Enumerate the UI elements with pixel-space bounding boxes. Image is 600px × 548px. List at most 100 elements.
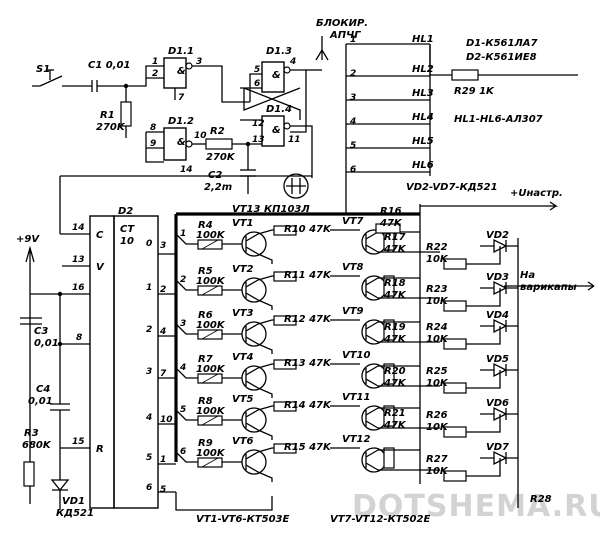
npn-transistor bbox=[241, 231, 267, 257]
vt-spec-2: VT7-VT12-КТ502Е bbox=[330, 514, 430, 525]
d12-pin-10: 10 bbox=[194, 131, 207, 141]
control-bus bbox=[174, 176, 559, 462]
input-section: & & & & bbox=[32, 36, 578, 234]
npn-transistor-label: VT4 bbox=[232, 352, 254, 363]
r1-value: 270K bbox=[96, 122, 126, 133]
bus-tap-label: 3 bbox=[180, 319, 186, 329]
d11-pin-1: 1 bbox=[152, 57, 158, 67]
svg-text:&: & bbox=[272, 125, 281, 136]
s1-label: S1 bbox=[36, 64, 50, 75]
counter-pin-3: 3 bbox=[160, 241, 166, 251]
varicap-label-2: варикапы bbox=[520, 282, 577, 293]
r2-value: 270K bbox=[206, 152, 236, 163]
base-resistor-value: 100K bbox=[196, 230, 226, 241]
d12-pin-14: 14 bbox=[180, 165, 193, 175]
counter-output-6: 6 bbox=[146, 483, 152, 493]
pnp-transistor-label: VT12 bbox=[342, 434, 371, 445]
d11-pin-2: 2 bbox=[152, 69, 158, 79]
bus-tap-label: 4 bbox=[179, 363, 186, 373]
trim-resistor-value: 10K bbox=[426, 378, 449, 389]
base-resistor-value: 100K bbox=[196, 448, 226, 459]
base-resistor-name: R8 bbox=[198, 396, 213, 407]
output-rail bbox=[504, 238, 595, 508]
npn-transistor-label: VT5 bbox=[232, 394, 254, 405]
d1-spec: D1-К561ЛА7 bbox=[466, 38, 538, 49]
d11-pin-3: 3 bbox=[196, 57, 202, 67]
pin-v-label: V bbox=[96, 262, 105, 273]
base-resistor-name: R6 bbox=[198, 310, 213, 321]
d2-pin-8: 8 bbox=[76, 333, 82, 343]
counter-output-4: 4 bbox=[145, 413, 152, 423]
r1-name: R1 bbox=[100, 110, 115, 121]
vt-spec: VT1-VT6-КТ503Е bbox=[196, 514, 289, 525]
hl-spec: HL1-HL6-АЛ307 bbox=[454, 114, 543, 125]
counter-output-5: 5 bbox=[146, 453, 152, 463]
svg-text:&: & bbox=[272, 70, 281, 81]
pnp-base-resistor-name: R21 bbox=[384, 408, 406, 419]
d14-label: D1.4 bbox=[266, 104, 292, 115]
varicap-diode-label: VD4 bbox=[486, 310, 509, 321]
hl5-label: HL5 bbox=[412, 136, 434, 147]
pnp-base-resistor bbox=[383, 319, 395, 341]
trim-resistor-name: R27 bbox=[426, 454, 448, 465]
varicap-diode bbox=[480, 238, 518, 254]
pnp-base-resistor-value: 47K bbox=[383, 420, 407, 431]
top-resistor-value: 47K bbox=[379, 218, 403, 229]
collector-resistor-label: R12 47K bbox=[284, 314, 332, 325]
varicap-diode-label: VD5 bbox=[486, 354, 509, 365]
collector-resistor-label: R13 47K bbox=[284, 358, 332, 369]
base-resistor-value: 100K bbox=[196, 406, 226, 417]
counter-pin-4: 4 bbox=[159, 327, 166, 337]
varicap-diode bbox=[480, 406, 518, 422]
d2-pin-14: 14 bbox=[72, 223, 85, 233]
npn-transistor bbox=[241, 407, 267, 433]
npn-transistor bbox=[241, 365, 267, 391]
counter-output-0: 0 bbox=[146, 239, 152, 249]
led-ladder bbox=[345, 43, 431, 176]
vd-spec: VD2-VD7-КД521 bbox=[406, 182, 498, 193]
d11-pin-7: 7 bbox=[178, 93, 185, 103]
npn-transistor-label: VT6 bbox=[232, 436, 254, 447]
pnp-transistor-label: VT10 bbox=[342, 350, 371, 361]
collector-resistor bbox=[273, 225, 297, 236]
pnp-base-resistor-value: 47K bbox=[383, 244, 407, 255]
trim-resistor-value: 10K bbox=[426, 334, 449, 345]
trim-resistor-name: R23 bbox=[426, 284, 448, 295]
r28-label: R28 bbox=[530, 494, 552, 505]
collector-resistor bbox=[273, 443, 297, 454]
collector-resistor bbox=[273, 359, 297, 370]
counter-output-2: 2 bbox=[146, 325, 152, 335]
bus-tap-label: 6 bbox=[180, 447, 186, 457]
d14-pin-13: 13 bbox=[252, 135, 265, 145]
top-resistor bbox=[375, 223, 401, 234]
pnp-base-resistor bbox=[383, 275, 395, 297]
d2-pin-13: 13 bbox=[72, 255, 85, 265]
pnp-base-resistor-name: R19 bbox=[384, 322, 406, 333]
varicap-diode bbox=[480, 450, 518, 466]
collector-resistor-label: R10 47K bbox=[284, 224, 332, 235]
varicap-diode bbox=[480, 280, 518, 296]
pnp-transistor-label: VT8 bbox=[342, 262, 364, 273]
collector-resistor-label: R15 47K bbox=[284, 442, 332, 453]
collector-resistor-label: R11 47K bbox=[284, 270, 332, 281]
trim-resistor-value: 10K bbox=[426, 254, 449, 265]
pnp-transistor-label: VT9 bbox=[342, 306, 364, 317]
d11-label: D1.1 bbox=[168, 46, 194, 57]
counter-d2 bbox=[60, 215, 273, 511]
hl-pin-2: 2 bbox=[350, 69, 356, 79]
c4-name: C4 bbox=[36, 384, 50, 395]
trim-resistor-name: R25 bbox=[426, 366, 448, 377]
hl6-label: HL6 bbox=[412, 160, 434, 171]
npn-transistor bbox=[241, 449, 267, 475]
apchg-label-1: БЛОКИР. bbox=[316, 18, 368, 29]
pnp-base-resistor-name: R20 bbox=[384, 366, 406, 377]
pnp-base-resistor-name: R18 bbox=[384, 278, 406, 289]
npn-transistor bbox=[241, 277, 267, 303]
npn-transistor bbox=[241, 321, 267, 347]
bus-tap-label: 5 bbox=[180, 405, 186, 415]
